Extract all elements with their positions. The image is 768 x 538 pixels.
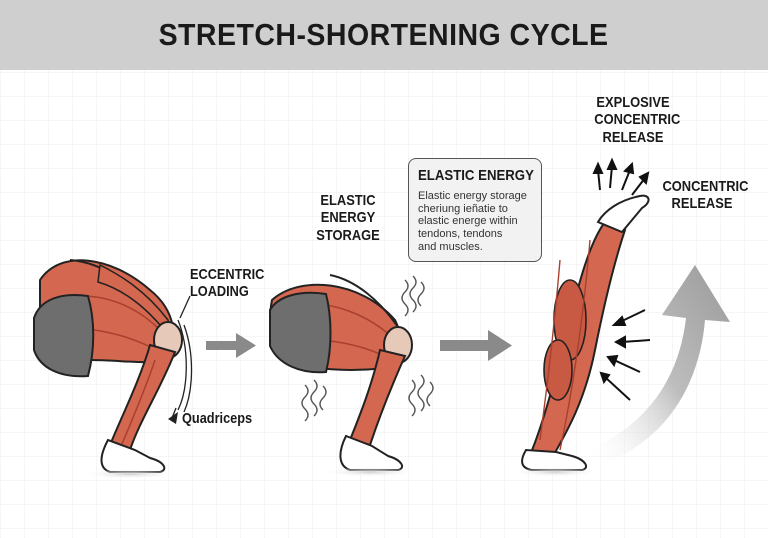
foot-3-top [596,194,650,234]
elastic-energy-info-box: ELASTIC ENERGY Elastic energy storage ch… [408,158,542,262]
label-elastic-energy-storage: ELASTIC ENERGY STORAGE [316,192,380,244]
shorts [33,294,95,378]
label-concentric-release: CONCENTRIC RELEASE [662,178,749,213]
label-eccentric-loading: ECCENTRIC LOADING [190,266,265,301]
figure-eccentric-squat [33,259,193,479]
figure-concentric-release [511,157,651,477]
info-box-text: Elastic energy storage cheriung ieñatie … [418,190,527,253]
diagram-title: STRETCH-SHORTENING CYCLE [159,17,609,52]
label-quadriceps: Quadriceps [182,410,253,427]
vibration-lines [301,275,434,422]
shorts-2 [269,291,332,374]
arrow-stage-1-to-2 [206,333,256,358]
info-box-title: ELASTIC ENERGY [418,167,534,184]
big-curved-release-arrow [590,265,730,465]
figure-elastic-storage [269,274,434,477]
compression-arrows [599,309,651,401]
label-explosive-concentric-release: EXPLOSIVE CONCENTRIC RELEASE [594,94,681,146]
explosive-arrows [592,157,650,196]
arrow-stage-2-to-3 [440,330,512,361]
title-bar: STRETCH-SHORTENING CYCLE [0,0,768,70]
